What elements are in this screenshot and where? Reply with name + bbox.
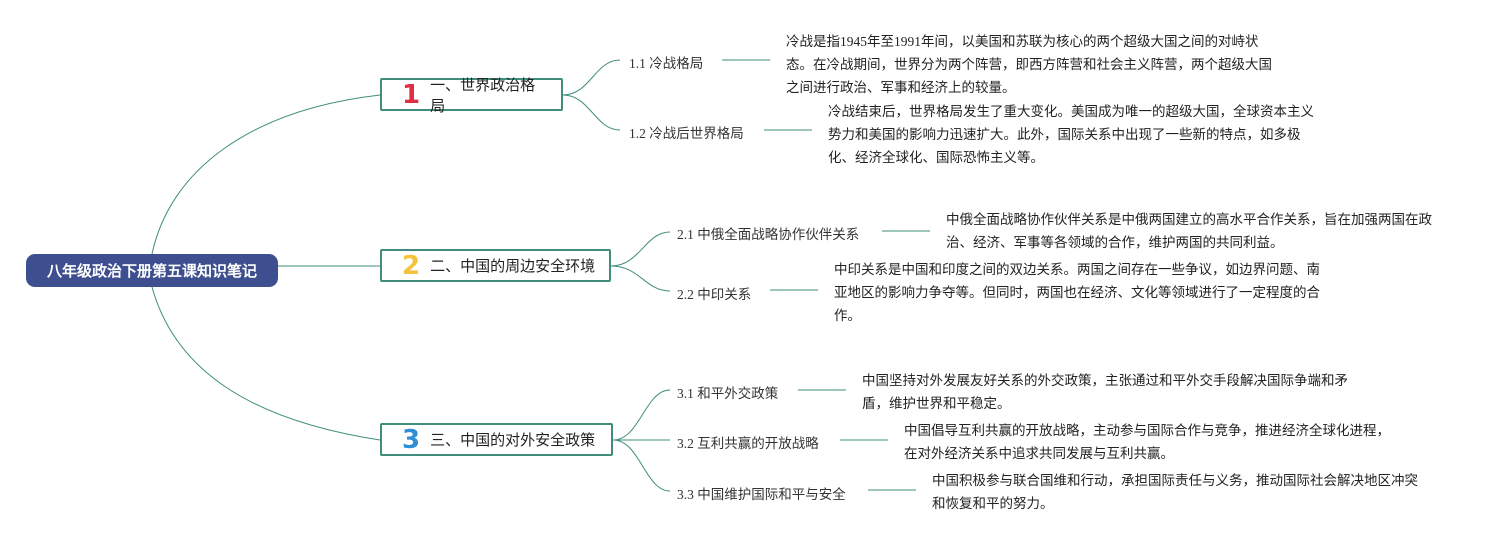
desc-3-1: 中国坚持对外发展友好关系的外交政策，主张通过和平外交手段解决国际争端和矛盾，维护… — [862, 373, 1348, 411]
subtopic-3-1[interactable]: 3.1 和平外交政策 — [677, 386, 779, 401]
number-one-icon: 1 — [402, 79, 421, 110]
branch-node-2[interactable]: 2 二、中国的周边安全环境 — [380, 249, 611, 282]
root-label: 八年级政治下册第五课知识笔记 — [46, 262, 257, 280]
branch-node-3[interactable]: 3 三、中国的对外安全政策 — [380, 423, 613, 456]
subtopic-1-1[interactable]: 1.1 冷战格局 — [629, 56, 704, 71]
connector-b1-c2 — [562, 94, 621, 131]
subtopic-3-3[interactable]: 3.3 中国维护国际和平与安全 — [677, 487, 846, 502]
subtopic-3-2[interactable]: 3.2 互利共赢的开放战略 — [677, 436, 819, 451]
desc-1-1: 冷战是指1945年至1991年间，以美国和苏联为核心的两个超级大国之间的对峙状态… — [786, 34, 1272, 95]
desc-2-1: 中俄全面战略协作伙伴关系是中俄两国建立的高水平合作关系，旨在加强两国在政治、经济… — [946, 212, 1432, 250]
desc-1-2: 冷战结束后，世界格局发生了重大变化。美国成为唯一的超级大国，全球资本主义势力和美… — [828, 104, 1314, 165]
subtopic-2-1[interactable]: 2.1 中俄全面战略协作伙伴关系 — [677, 227, 860, 242]
connector-root-branch-1 — [151, 94, 381, 255]
connector-b3-c1 — [612, 389, 671, 441]
number-two-icon: 2 — [402, 250, 421, 281]
branch-label: 一、世界政治格局 — [430, 75, 536, 115]
connector-b2-c1 — [610, 231, 671, 267]
connector-b1-c1 — [562, 59, 621, 96]
number-three-icon: 3 — [402, 424, 421, 455]
desc-3-3: 中国积极参与联合国维和行动，承担国际责任与义务，推动国际社会解决地区冲突和恢复和… — [932, 473, 1418, 511]
connector-root-branch-3 — [151, 286, 381, 441]
root-node[interactable]: 八年级政治下册第五课知识笔记 — [26, 254, 278, 287]
connector-b2-c2 — [610, 265, 671, 292]
desc-2-2: 中印关系是中国和印度之间的双边关系。两国之间存在一些争议，如边界问题、南亚地区的… — [834, 262, 1320, 323]
subtopic-2-2[interactable]: 2.2 中印关系 — [677, 287, 752, 302]
branch-node-1[interactable]: 1 一、世界政治格局 — [380, 76, 563, 115]
connector-b3-c3 — [612, 439, 671, 492]
subtopic-1-2[interactable]: 1.2 冷战后世界格局 — [629, 126, 744, 141]
branch-label: 二、中国的周边安全环境 — [430, 257, 596, 275]
branch-label: 三、中国的对外安全政策 — [430, 431, 596, 449]
desc-3-2: 中国倡导互利共赢的开放战略，主动参与国际合作与竞争，推进经济全球化进程，在对外经… — [904, 423, 1390, 461]
